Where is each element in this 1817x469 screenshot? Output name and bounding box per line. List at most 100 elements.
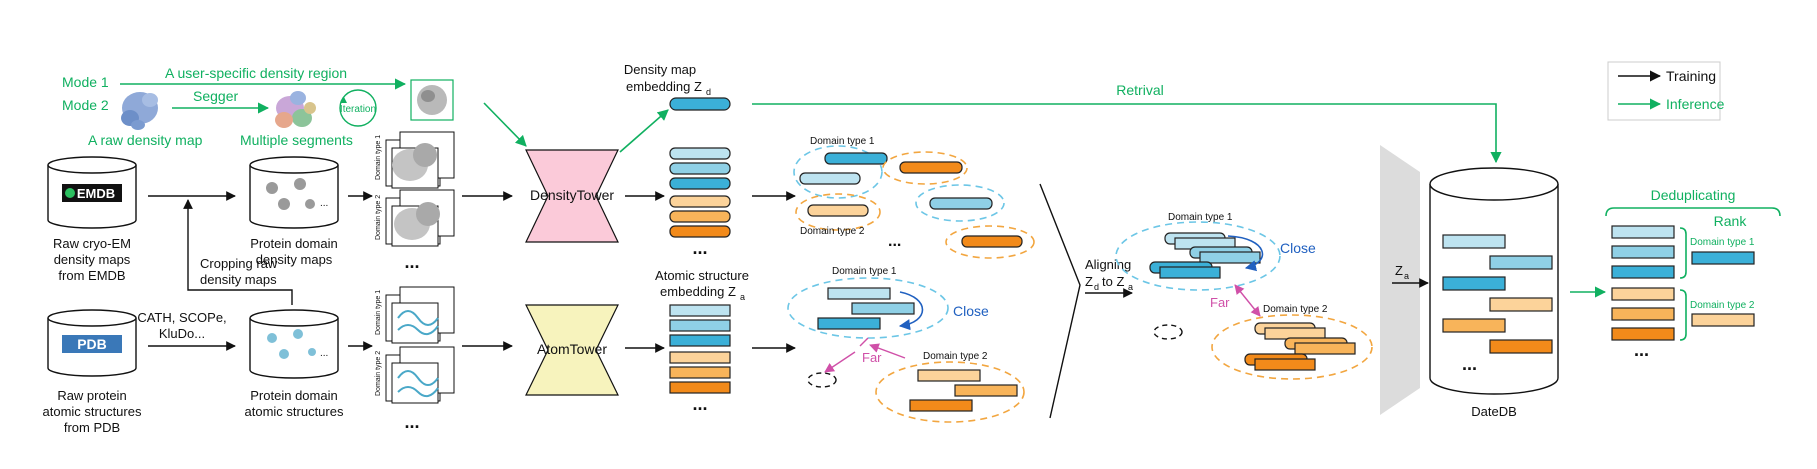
density-embeddings: ... — [669, 147, 731, 258]
domain-density-label-1: Protein domain — [250, 236, 337, 251]
aligning-a: a — [1128, 282, 1133, 292]
domain-density-db: ... Protein domain density maps — [249, 156, 339, 267]
atom-close-label: Close — [953, 303, 989, 319]
dedup-title: Deduplicating — [1651, 187, 1736, 203]
datedb-label: DateDB — [1471, 404, 1517, 419]
domain-density-dots: ... — [320, 198, 328, 209]
density-embedding-label-2: embedding Z — [626, 79, 702, 94]
atom-stack-type1: Domain type 1 — [375, 290, 382, 335]
density-cluster-ellipsis: ... — [888, 233, 901, 250]
density-embeddings-ellipsis: ... — [692, 238, 707, 258]
aligned-far-arrow — [1234, 284, 1261, 317]
atomic-embedding-label-2: embedding Z — [660, 284, 736, 299]
mode1-label: Mode 1 — [62, 74, 109, 90]
domain-atom-db: ... Protein domain atomic structures — [245, 309, 344, 419]
region-to-tower-arrow — [483, 102, 527, 147]
raw-density-map-image — [121, 92, 158, 130]
atomic-embedding-label-1: Atomic structure — [655, 268, 749, 283]
datedb-ellipsis: ... — [1462, 354, 1477, 374]
aligning-to: to Z — [1102, 274, 1124, 289]
aligned-type1-label: Domain type 1 — [1168, 212, 1233, 223]
pdb-label-1: Raw protein — [57, 388, 126, 403]
atom-embeddings: ... — [669, 304, 731, 414]
density-embedding-label-1: Density map — [624, 62, 696, 77]
iteration-label: Iteration — [340, 104, 376, 115]
multiple-segments-label: Multiple segments — [240, 132, 353, 148]
raw-density-map-label: A raw density map — [88, 132, 203, 148]
iteration-loop — [339, 89, 377, 127]
legend-inference-label: Inference — [1666, 96, 1725, 112]
pdb-label-2: atomic structures — [43, 404, 142, 419]
mode2-label: Mode 2 — [62, 97, 109, 113]
cropping-arrow — [183, 199, 293, 305]
datedb-funnel — [1380, 145, 1420, 415]
atom-tower-label: AtomTower — [537, 341, 607, 357]
aligned-more-icon — [1153, 324, 1183, 340]
aligned-clusters: Domain type 1 Close Far Domain type 2 — [1115, 212, 1373, 380]
emdb-logo — [62, 184, 122, 202]
crop-label-1: Cropping raw — [200, 256, 278, 271]
legend-training-label: Training — [1666, 68, 1716, 84]
aligned-far-label: Far — [1210, 295, 1230, 310]
pdb-logo-text: PDB — [77, 336, 107, 352]
tower-to-embedding-arrow — [619, 109, 669, 153]
atom-embeddings-ellipsis: ... — [692, 394, 707, 414]
multiple-segments-image — [275, 91, 316, 128]
atomic-embedding-sub: a — [740, 292, 745, 302]
atom-image-stacks: Domain type 1 Domain type 2 ... — [375, 286, 455, 432]
rank-label: Rank — [1714, 213, 1748, 229]
aligned-close-label: Close — [1280, 240, 1316, 256]
density-tower: DensityTower — [525, 149, 619, 243]
datedb: Z a ... DateDB — [1380, 145, 1559, 419]
datedb-za: Z — [1395, 263, 1403, 278]
query-embedding-bar — [669, 97, 731, 111]
legend-box — [1607, 61, 1721, 121]
cath-label-1: CATH, SCOPe, — [137, 310, 226, 325]
domain-atom-dots: ... — [320, 348, 328, 359]
atom-stack-ellipsis: ... — [404, 412, 419, 432]
atom-tower: AtomTower — [525, 304, 619, 396]
atom-clusters: Domain type 1 Close Far Domain type 2 — [787, 266, 1025, 423]
aligning-z: Z — [1085, 274, 1093, 289]
dedup-type1-label: Domain type 1 — [1690, 237, 1755, 248]
density-cluster-type1-label: Domain type 1 — [810, 136, 875, 147]
retrival-label: Retrival — [1116, 82, 1163, 98]
atom-cluster-more-icon — [807, 372, 837, 388]
density-image-stacks: Domain type 1 Domain type 2 ... — [375, 131, 455, 272]
dedup-ellipsis: ... — [1634, 340, 1649, 360]
atom-far-arrow — [824, 351, 856, 373]
emdb-label-3: from EMDB — [58, 268, 125, 283]
retrival-arrow — [752, 103, 1502, 164]
domain-atom-label-1: Protein domain — [250, 388, 337, 403]
atom-far-label: Far — [862, 350, 882, 365]
atom-close-arrow — [898, 291, 924, 331]
user-region-label: A user-specific density region — [165, 65, 347, 81]
pdb-source: PDB Raw protein atomic structures from P… — [43, 309, 142, 435]
density-tower-label: DensityTower — [530, 187, 614, 203]
inference-modes: Mode 1 Mode 2 A user-specific density re… — [62, 62, 1502, 164]
segger-label: Segger — [193, 88, 238, 104]
domain-density-label-2: density maps — [256, 252, 333, 267]
datedb-za-sub: a — [1404, 271, 1409, 281]
density-cluster-type2-label: Domain type 2 — [800, 226, 865, 237]
aligned-close-arrow — [1227, 235, 1264, 272]
emdb-label-1: Raw cryo-EM — [53, 236, 131, 251]
iteration-arrowhead — [340, 97, 347, 103]
emdb-label-2: density maps — [54, 252, 131, 267]
legend: Training Inference — [1607, 61, 1725, 121]
density-clusters: Domain type 1 Domain type 2 ... — [793, 136, 1035, 259]
pdb-logo — [62, 335, 122, 353]
density-stack-type1: Domain type 1 — [375, 135, 382, 180]
dedup-type2-label: Domain type 2 — [1690, 300, 1755, 311]
dedup-block: Deduplicating Rank ... Domain type 1 Dom… — [1605, 187, 1781, 360]
density-embedding-sub: d — [706, 87, 711, 97]
aligning-block: Aligning Z d to Z a — [1039, 183, 1133, 419]
emdb-source: EMDB Raw cryo-EM density maps from EMDB — [47, 156, 137, 283]
density-stack-type2: Domain type 2 — [375, 195, 382, 240]
atom-cluster-type1-label: Domain type 1 — [832, 266, 897, 277]
domain-atom-label-2: atomic structures — [245, 404, 344, 419]
aligning-d: d — [1094, 282, 1099, 292]
cath-label-2: KluDo... — [159, 326, 205, 341]
